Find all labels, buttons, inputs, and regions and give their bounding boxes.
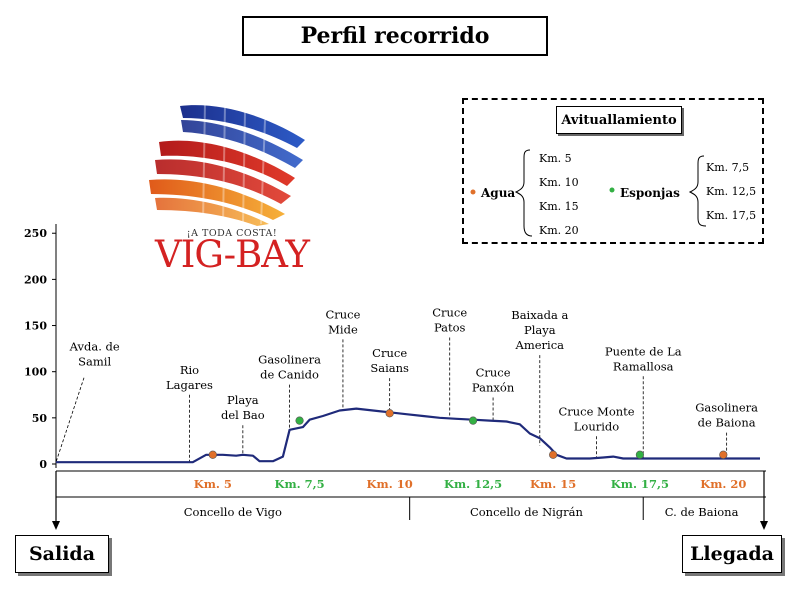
y-tick-label: 0 (39, 458, 47, 471)
municipality-label: Concello de Vigo (184, 505, 282, 519)
esponjas-brace-icon (688, 155, 707, 227)
wings-emblem-icon: ¡A TODA COSTA! VIG-BAY (149, 101, 312, 276)
vig-bay-logo: ¡A TODA COSTA! VIG-BAY (145, 100, 320, 276)
municipality-label: C. de Baiona (665, 505, 739, 519)
aid-point-agua (719, 450, 728, 459)
legend-esponjas-km: Km. 7,5 (706, 161, 749, 174)
annotation-label: Cruce (372, 346, 407, 360)
logo-tagline: ¡A TODA COSTA! (187, 228, 277, 239)
legend-title: Avituallamiento (556, 106, 682, 134)
annotation-label: Panxón (472, 381, 515, 395)
annotation-label: Playa (524, 323, 556, 337)
municipality-label: Concello de Nigrán (470, 505, 584, 519)
annotation-label: del Bao (221, 408, 265, 422)
agua-brace-icon (514, 149, 533, 237)
annotation-label: Mide (328, 322, 358, 336)
y-tick-label: 250 (24, 227, 47, 240)
finish-label: Llegada (682, 535, 782, 573)
legend-esponjas-km: Km. 17,5 (706, 209, 756, 222)
km-marker-label: Km. 10 (367, 477, 413, 491)
km-marker-label: Km. 20 (700, 477, 746, 491)
annotation-label: Rio (180, 363, 199, 377)
legend-agua-km: Km. 20 (539, 224, 579, 237)
legend-box: Avituallamiento Agua Km. 5 Km. 10 Km. 15… (462, 98, 764, 244)
legend-esponjas-km: Km. 12,5 (706, 185, 756, 198)
annotation-label: Cruce (432, 306, 467, 320)
start-label: Salida (15, 535, 109, 573)
annotation-label: Cruce (476, 366, 511, 380)
legend-agua-km: Km. 5 (539, 152, 572, 165)
aid-point-esponjas (295, 416, 304, 425)
annotation-label: America (515, 338, 565, 352)
legend-content: Agua Km. 5 Km. 10 Km. 15 Km. 20 Esponjas… (470, 149, 756, 237)
km-marker-label: Km. 15 (530, 477, 576, 491)
legend-esponjas-label: Esponjas (620, 186, 680, 200)
logo-name: VIG-BAY (154, 233, 310, 275)
aid-point-agua (549, 450, 558, 459)
km-marker-label: Km. 5 (194, 477, 232, 491)
aid-point-agua (385, 409, 394, 418)
annotation-label: Puente de La (605, 344, 682, 358)
legend-agua-label: Agua (480, 186, 515, 200)
km-marker-label: Km. 17,5 (611, 477, 669, 491)
annotation-label: Saians (370, 361, 409, 375)
annotation-label: Cruce (325, 307, 360, 321)
annotation-label: Lourido (574, 419, 620, 433)
annotation-label: Playa (227, 393, 259, 407)
agua-dot-icon (470, 189, 476, 195)
km-marker-label: Km. 12,5 (444, 477, 502, 491)
annotation-label: de Canido (260, 368, 319, 382)
y-tick-label: 50 (32, 412, 48, 425)
y-tick-label: 200 (24, 273, 47, 286)
annotation-label: Avda. de (69, 340, 120, 354)
annotation-label: Ramallosa (613, 359, 674, 373)
annotation-label: Samil (78, 355, 111, 369)
y-tick-label: 100 (24, 366, 47, 379)
annotation-label: Lagares (166, 378, 213, 392)
km-marker-label: Km. 7,5 (274, 477, 324, 491)
elevation-line (56, 407, 760, 464)
annotation-label: Gasolinera (695, 401, 758, 415)
finish-arrow-icon (760, 521, 768, 530)
annotation-label: Gasolinera (258, 353, 321, 367)
annotation-label: de Baiona (698, 416, 756, 430)
aid-point-agua (208, 450, 217, 459)
chart-title: Perfil recorrido (242, 16, 548, 56)
aid-point-esponjas (468, 416, 478, 425)
aid-point-esponjas (635, 450, 644, 459)
legend-agua-km: Km. 10 (539, 176, 579, 189)
y-tick-label: 150 (24, 320, 47, 333)
start-arrow-icon (52, 521, 60, 530)
annotation-leader (55, 377, 85, 463)
annotation-label: Cruce Monte (558, 404, 634, 418)
esponjas-dot-icon (609, 187, 615, 193)
annotation-label: Baixada a (511, 308, 568, 322)
legend-agua-km: Km. 15 (539, 200, 579, 213)
annotation-label: Patos (434, 321, 466, 335)
